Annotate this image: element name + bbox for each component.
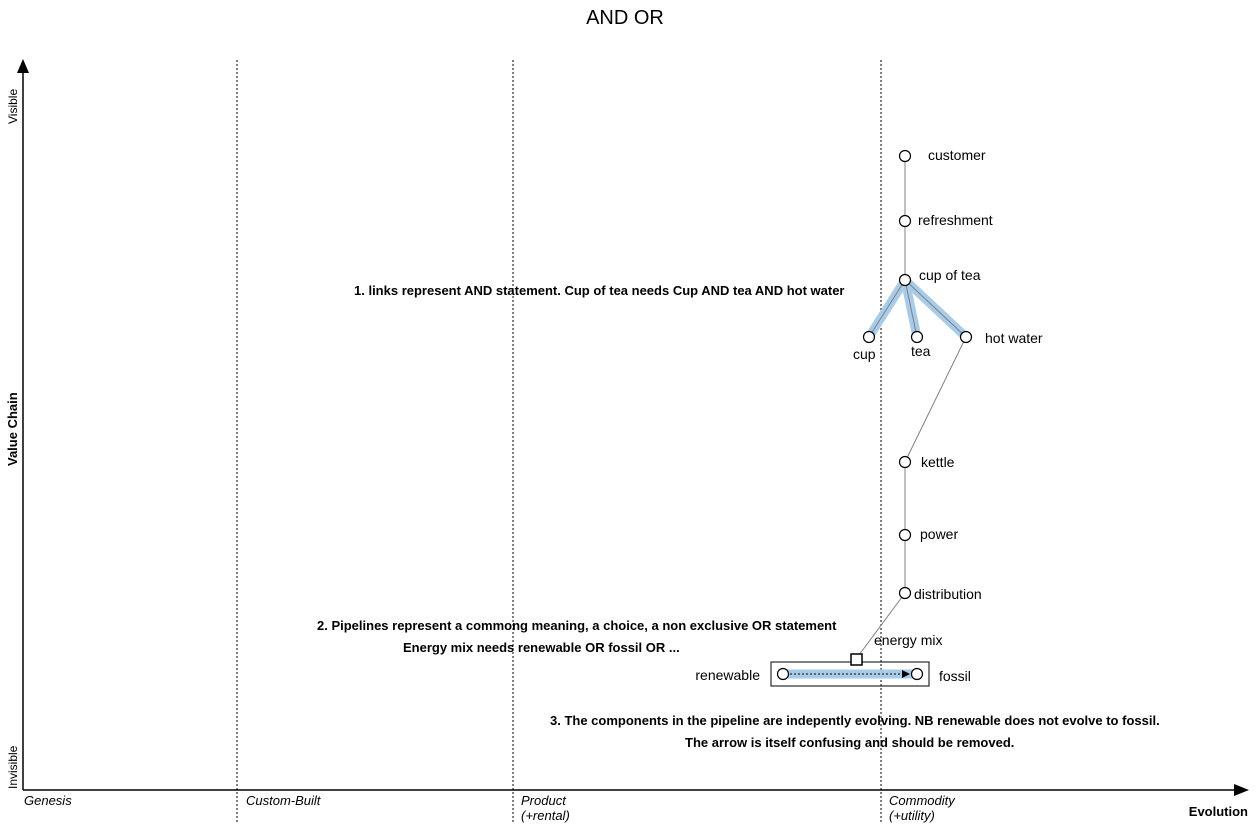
label-kettle: kettle xyxy=(921,454,955,470)
and-highlight xyxy=(864,275,971,342)
pipeline-box[interactable] xyxy=(770,661,930,687)
dependency-links xyxy=(855,156,967,660)
y-axis-arrow-icon xyxy=(17,59,29,73)
link-hotwater-kettle xyxy=(904,336,967,463)
x-axis-title: Evolution xyxy=(1189,804,1248,819)
link-cupoftea-hotwater xyxy=(904,279,967,338)
label-renewable: renewable xyxy=(695,667,760,683)
node-customer[interactable] xyxy=(898,149,912,163)
node-power[interactable] xyxy=(898,528,912,542)
y-axis-invisible-label: Invisible xyxy=(6,745,20,789)
note-energy-mix: Energy mix needs renewable OR fossil OR … xyxy=(403,640,680,655)
label-cup-of-tea: cup of tea xyxy=(919,267,981,283)
label-fossil: fossil xyxy=(939,668,971,684)
note-independent-evolution: 3. The components in the pipeline are in… xyxy=(550,713,1160,728)
label-power: power xyxy=(920,526,958,542)
node-energy-mix[interactable] xyxy=(850,653,863,666)
stage-commodity: Commodity xyxy=(889,793,956,808)
node-refreshment[interactable] xyxy=(898,214,912,228)
map-title: AND OR xyxy=(586,7,664,29)
stage-genesis: Genesis xyxy=(24,793,72,808)
y-axis-title: Value Chain xyxy=(5,392,20,466)
label-tea: tea xyxy=(911,343,931,359)
node-cup[interactable] xyxy=(862,330,876,344)
label-refreshment: refreshment xyxy=(918,212,993,228)
stage-product: Product xyxy=(521,793,567,808)
node-cup-of-tea[interactable] xyxy=(898,273,912,287)
note-pipelines: 2. Pipelines represent a commong meaning… xyxy=(317,618,837,633)
link-cupoftea-tea xyxy=(904,279,918,338)
link-distribution-energymix xyxy=(855,592,906,660)
x-axis-arrow-icon xyxy=(1234,784,1249,796)
y-axis-visible-label: Visible xyxy=(6,89,20,124)
node-kettle[interactable] xyxy=(898,455,912,469)
node-renewable[interactable] xyxy=(776,667,790,681)
note-and-links: 1. links represent AND statement. Cup of… xyxy=(354,283,844,298)
label-cup: cup xyxy=(853,346,876,362)
node-distribution[interactable] xyxy=(898,586,912,600)
label-energy-mix: energy mix xyxy=(874,632,942,648)
label-customer: customer xyxy=(928,147,986,163)
node-tea[interactable] xyxy=(910,330,924,344)
stage-commodity-sub: (+utility) xyxy=(889,808,935,823)
link-cupoftea-cup xyxy=(868,279,906,338)
label-distribution: distribution xyxy=(914,586,982,602)
node-fossil[interactable] xyxy=(910,667,924,681)
node-hot-water[interactable] xyxy=(959,330,973,344)
note-arrow-confusing: The arrow is itself confusing and should… xyxy=(685,735,1014,750)
label-hot-water: hot water xyxy=(985,330,1043,346)
stage-custom-built: Custom-Built xyxy=(246,793,322,808)
stage-product-sub: (+rental) xyxy=(521,808,570,823)
